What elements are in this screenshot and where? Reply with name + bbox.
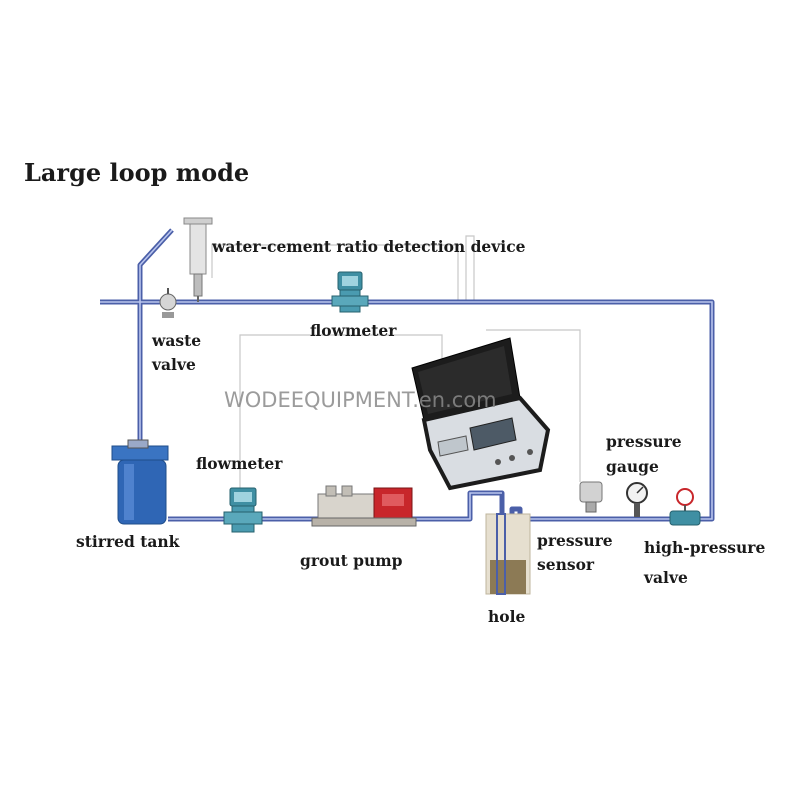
flowmeter-icon (223, 487, 263, 533)
pressure-sensor-icon (579, 481, 603, 513)
waste-valve-label-line1: waste (151, 331, 201, 350)
hole-label: hole (488, 607, 525, 626)
stirred-tank-icon (111, 439, 169, 525)
pressure-gauge-icon (626, 482, 648, 517)
pressure-sensor-label-line1: pressure (537, 531, 613, 550)
recorder-case-icon (411, 337, 551, 491)
high-pressure-valve-icon (669, 488, 701, 526)
waste-valve-label-line2: valve (151, 355, 196, 374)
flowmeter-top-label: flowmeter (310, 321, 397, 340)
stirred-tank-label: stirred tank (76, 532, 180, 551)
pressure-gauge-label-line1: pressure (606, 432, 682, 451)
grout-pump-label: grout pump (300, 551, 403, 570)
pressure-gauge-label-line2: gauge (606, 457, 659, 476)
flowmeter-bottom-label: flowmeter (196, 454, 283, 473)
flowmeter-icon (331, 271, 369, 313)
watermark: WODEEQUIPMENT.en.com (224, 388, 497, 412)
pressure-sensor-label-line2: sensor (537, 555, 595, 574)
water-cement-ratio-device-icon (183, 217, 213, 302)
grout-pump-icon (311, 485, 417, 527)
diagram-title: Large loop mode (24, 158, 249, 187)
high-pressure-valve-label-line1: high-pressure (644, 538, 765, 557)
hole-icon (485, 513, 531, 595)
signal-wires (211, 235, 581, 495)
waste-valve-icon (159, 288, 177, 318)
water-cement-ratio-device-label: water-cement ratio detection device (211, 237, 526, 256)
high-pressure-valve-label-line2: valve (643, 568, 688, 587)
